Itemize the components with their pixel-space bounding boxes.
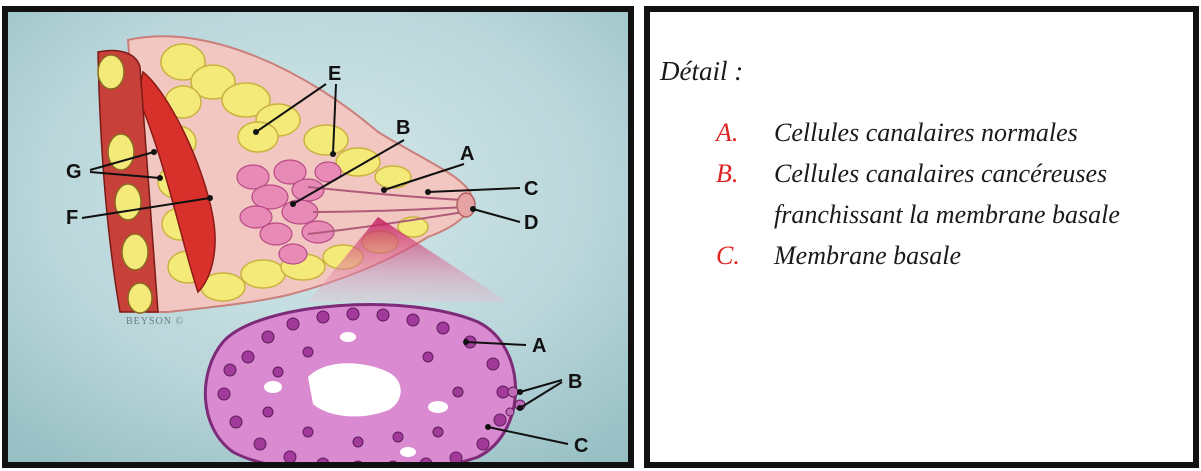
label-e: E — [328, 63, 341, 85]
legend-text: Cellules canalaires normales — [774, 112, 1194, 153]
detail-title: Détail : — [660, 56, 743, 87]
anatomy-diagram-panel: BEYSON © E B A C D G F A B C — [2, 6, 634, 468]
label-d: D — [524, 212, 538, 234]
duct-cross-section — [205, 305, 525, 462]
legend-item-a: A. Cellules canalaires normales — [716, 112, 1194, 153]
detail-legend-list: A. Cellules canalaires normales B. Cellu… — [716, 112, 1194, 276]
label-c: C — [524, 178, 538, 200]
legend-text: Membrane basale — [774, 235, 1194, 276]
illustration-credit: BEYSON © — [126, 316, 184, 327]
legend-letter: A. — [716, 112, 774, 153]
legend-letter: C. — [716, 235, 774, 276]
label-f: F — [66, 207, 78, 229]
label-c-section: C — [574, 435, 588, 457]
legend-item-b: B. Cellules canalaires cancéreuses franc… — [716, 153, 1194, 235]
label-b: B — [396, 117, 410, 139]
breast-anatomy-illustration: BEYSON © E B A C D G F A B C — [8, 12, 628, 462]
nipple — [457, 193, 475, 217]
legend-letter: B. — [716, 153, 774, 235]
label-a-section: A — [532, 335, 546, 357]
detail-legend-panel: Détail : A. Cellules canalaires normales… — [644, 6, 1199, 468]
legend-text: Cellules canalaires cancéreuses franchis… — [774, 153, 1194, 235]
label-g: G — [66, 161, 82, 183]
legend-item-c: C. Membrane basale — [716, 235, 1194, 276]
label-b-section: B — [568, 371, 582, 393]
label-a: A — [460, 143, 474, 165]
